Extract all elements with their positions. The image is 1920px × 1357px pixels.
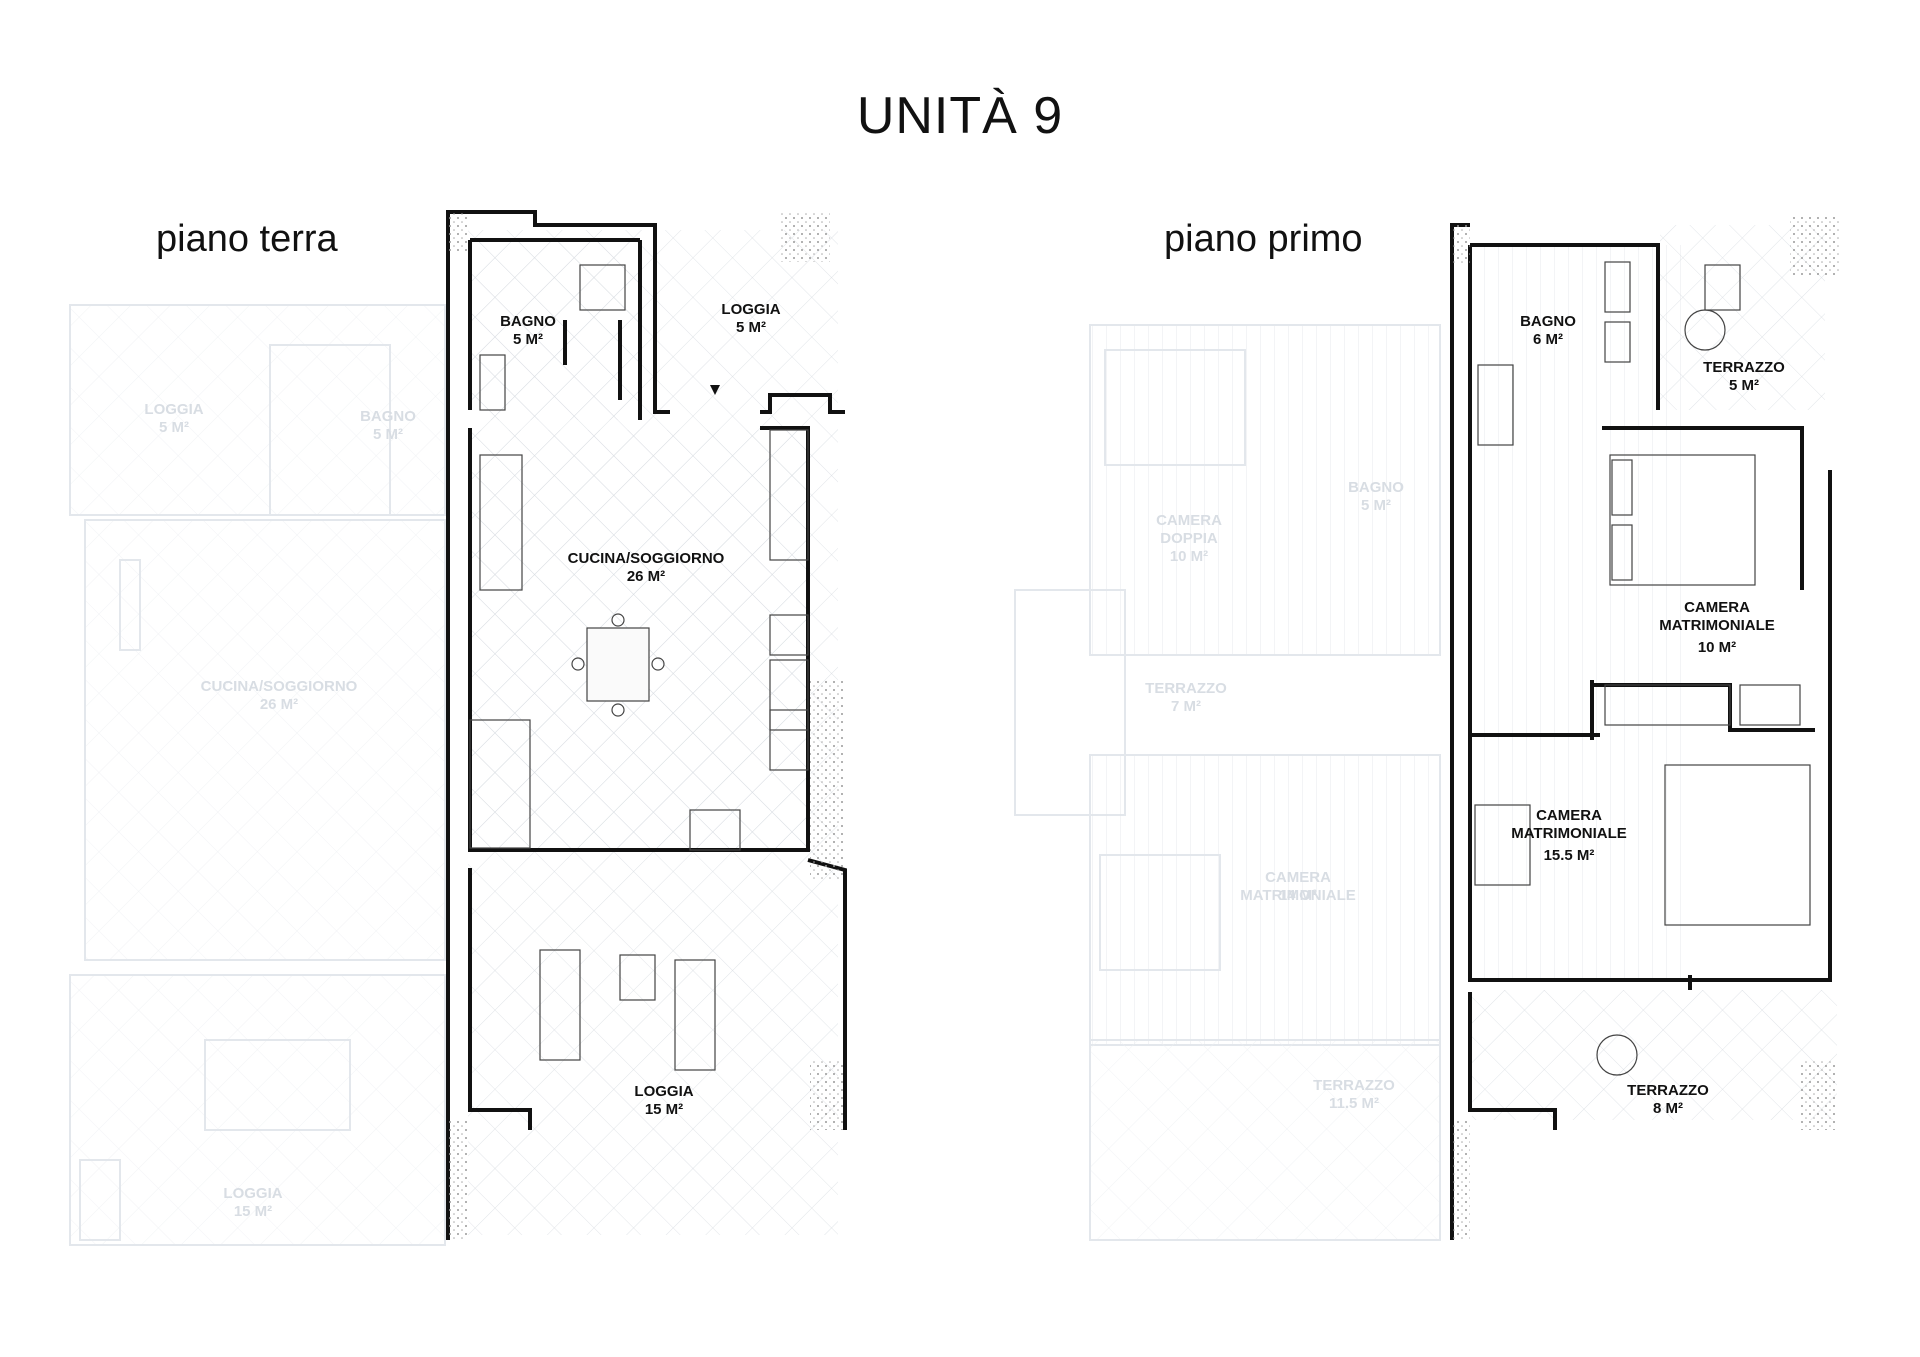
first-terrazzo-small-area: 5 M² <box>1729 377 1759 394</box>
ground-cucina-area: 26 M² <box>627 568 665 585</box>
ghost-terrazzo-7-area: 7 M² <box>1171 698 1201 715</box>
floor-label-ground: piano terra <box>156 218 338 260</box>
ghost-loggia-15-name: LOGGIA <box>223 1185 282 1202</box>
ground-room-labels: BAGNO 5 M² LOGGIA 5 M² CUCINA/SOGGIORNO … <box>500 301 781 1118</box>
first-terrazzo-large-name: TERRAZZO <box>1627 1082 1709 1099</box>
ground-floor-plan: BAGNO 5 M² LOGGIA 5 M² CUCINA/SOGGIORNO … <box>144 210 847 1240</box>
ground-loggia-small-name: LOGGIA <box>721 301 780 318</box>
ghost-bagno-first-name: BAGNO <box>1348 479 1404 496</box>
ground-bagno-area: 5 M² <box>513 331 543 348</box>
ghost-cucina-name: CUCINA/SOGGIORNO <box>201 678 358 695</box>
ground-loggia-large-name: LOGGIA <box>634 1083 693 1100</box>
ghost-loggia-15-area: 15 M² <box>234 1203 272 1220</box>
page-title: UNITÀ 9 <box>856 87 1064 145</box>
ghost-loggia-5-area: 5 M² <box>159 419 189 436</box>
ground-adjacent-unit <box>69 304 446 1246</box>
ground-cucina-name: CUCINA/SOGGIORNO <box>568 550 725 567</box>
ghost-cucina-area: 26 M² <box>260 696 298 713</box>
first-terrazzo-large-area: 8 M² <box>1653 1100 1683 1117</box>
ground-loggia-large-area: 15 M² <box>645 1101 683 1118</box>
ghost-camera-doppia-area: 10 M² <box>1170 548 1208 565</box>
ghost-bagno-first-area: 5 M² <box>1361 497 1391 514</box>
first-bagno-area: 6 M² <box>1533 331 1563 348</box>
ghost-bagno-5-area: 5 M² <box>373 426 403 443</box>
first-bagno-name: BAGNO <box>1520 313 1576 330</box>
ground-loggia-small-area: 5 M² <box>736 319 766 336</box>
ghost-bagno-5-name: BAGNO <box>360 408 416 425</box>
ground-bagno-name: BAGNO <box>500 313 556 330</box>
ghost-terrazzo-11-name: TERRAZZO <box>1313 1077 1395 1094</box>
first-matrimoniale-small-area: 10 M² <box>1698 639 1736 656</box>
ghost-matrimoniale-14-area: 14 M² <box>1279 887 1317 904</box>
ghost-terrazzo-7-name: TERRAZZO <box>1145 680 1227 697</box>
floor-label-first: piano primo <box>1164 218 1363 260</box>
first-matrimoniale-large-area: 15.5 M² <box>1544 847 1595 864</box>
ground-adjacent-labels: LOGGIA 5 M² BAGNO 5 M² CUCINA/SOGGIORNO … <box>144 401 416 1220</box>
ghost-loggia-5-name: LOGGIA <box>144 401 203 418</box>
first-adjacent-unit <box>1014 324 1441 1241</box>
ghost-terrazzo-11-area: 11.5 M² <box>1329 1095 1379 1112</box>
first-terrazzo-small-name: TERRAZZO <box>1703 359 1785 376</box>
